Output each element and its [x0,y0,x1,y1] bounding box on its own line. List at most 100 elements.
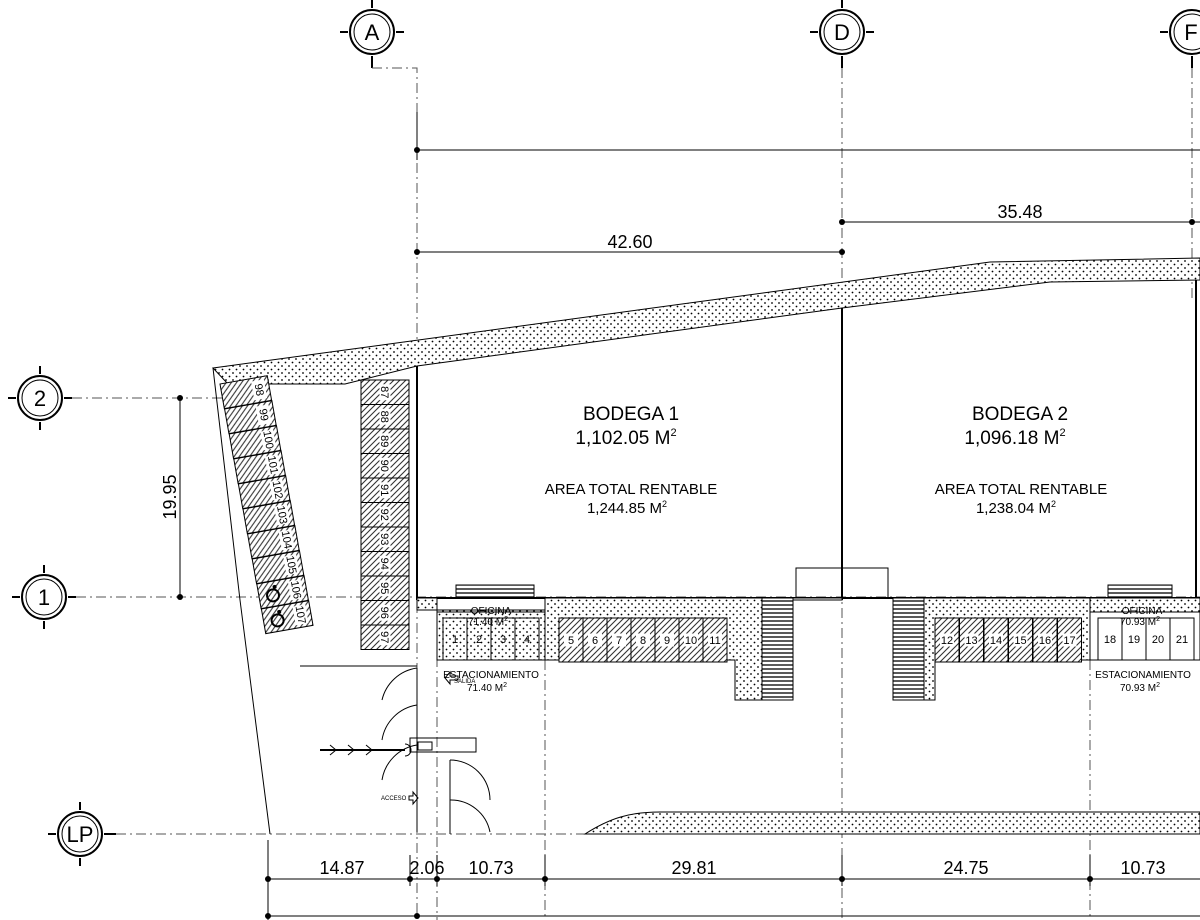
gate-area: SALIDA ACCESO [320,667,491,834]
site-boundary [211,257,1200,835]
parking-stall: 21 [1169,617,1195,661]
parking-stall-number: 13 [965,635,977,647]
parking-stall: 16 [1032,617,1058,663]
parking-stall: 97 [360,624,410,650]
ramps [455,584,1173,701]
parking-stall: 10 [678,617,704,663]
parking-stall-number: 97 [378,631,390,643]
parking-stall: 6 [582,617,608,663]
parking-stall-number: 91 [378,484,390,496]
dimension-bottom-6: 10.73 [1120,858,1165,878]
parking-stall: 102 [237,475,291,510]
parking-stall-number: 92 [378,509,390,521]
parking-stall: 92 [360,502,410,528]
parking-stall-number: 9 [664,635,670,647]
parking-stall: 87 [360,379,410,405]
bodega-1: BODEGA 1 1,102.05 M2 AREA TOTAL RENTABLE… [545,404,718,517]
parking-stall: 5 [558,617,584,663]
bodega-2-rent-label: AREA TOTAL RENTABLE [935,481,1108,498]
parking-stall-number: 89 [378,435,390,447]
grid-label-2: 2 [34,386,46,411]
parking-stall-number: 11 [709,635,720,647]
bodega-1-rent-area: 1,244.85 M2 [587,499,667,517]
parking-stall-number: 95 [378,582,390,594]
office-1-parking-area: 71.40 M2 [467,682,507,694]
parking-stall-number: 5 [568,635,574,647]
parking-stall-number: 94 [378,558,390,570]
wheelchair-icon [270,609,285,628]
grid-label-1: 1 [38,585,50,610]
office-2-area: 70.93 M2 [1120,616,1160,628]
parking-stall-number: 18 [1104,634,1116,646]
parking-stall-number: 10 [685,635,697,647]
parking-stall-number: 90 [378,460,390,472]
parking-stall-number: 88 [378,411,390,423]
parking-stall-number: 104 [279,530,294,550]
dimension-label-top-overall: 35.48 [997,202,1042,222]
parking-stall-number: 8 [640,635,646,647]
dimension-bottom-3: 10.73 [468,858,513,878]
parking-stall: 13 [959,617,984,663]
parking-stall-number: 12 [941,635,953,647]
parking-stall: 89 [360,428,410,454]
parking-stall-number: 14 [990,635,1002,647]
parking-stall-number: 103 [274,505,289,525]
parking-stall: 93 [360,526,410,552]
parking-stall: 90 [360,453,410,479]
dimension-bottom-5: 24.75 [943,858,988,878]
office-1-area: 71.40 M2 [468,616,508,628]
bodega-1-area: 1,102.05 M2 [575,427,676,449]
dimension-bottom-1: 14.87 [319,858,364,878]
parking-stall: 17 [1057,617,1082,663]
parking-stall-number: 102 [270,480,285,500]
bodega-2: BODEGA 2 1,096.18 M2 AREA TOTAL RENTABLE… [935,404,1108,517]
parking-stall-number: 7 [616,635,622,647]
dimension-top-bodega-2: 35.48 [839,202,1200,225]
parking-stall-number: 3 [500,634,506,646]
bodega-2-area: 1,096.18 M2 [964,427,1065,449]
parking-stall-number: 87 [378,386,390,398]
parking-stall-number: 105 [283,555,298,575]
parking-stall: 96 [360,600,410,626]
parking-stall: 91 [360,477,410,503]
parking-stall-number: 17 [1063,635,1075,647]
parking-stall: 8 [630,617,656,663]
parking-stall-number: 2 [476,634,482,646]
dimension-label-vertical: 19.95 [160,474,180,519]
grid-bubble-D: D [810,0,874,68]
dimension-bottom-4: 29.81 [671,858,716,878]
parking-stall: 18 [1097,617,1123,661]
bodega-1-name: BODEGA 1 [583,404,679,425]
wheelchair-icon [266,584,281,603]
entry-sign: ACCESO [381,796,407,802]
parking-stall-number: 99 [256,408,270,422]
dimension-top-overall [414,112,1200,160]
parking-stall-number: 93 [378,533,390,545]
dimension-bottom-2: 2.06 [409,858,444,878]
parking-stall-number: 6 [592,635,598,647]
office-2-label: OFICINA [1122,606,1163,617]
office-2: OFICINA 70.93 M2 ESTACIONAMIENTO 70.93 M… [1089,606,1200,694]
parking-stall-number: 106 [288,580,303,600]
bodega-2-rent-area: 1,238.04 M2 [976,499,1056,517]
dimension-vertical: 19.95 [160,395,183,600]
exit-sign: SALIDA [454,679,475,685]
parking-stall-number: 107 [293,605,308,625]
dimension-bottom: 14.87 2.06 10.73 29.81 24.75 10.73 [265,840,1200,920]
office-2-parking-area: 70.93 M2 [1120,682,1160,694]
bodega-1-rent-label: AREA TOTAL RENTABLE [545,481,718,498]
parking-stall-number: 20 [1152,634,1164,646]
parking-stall: 100 [228,425,282,460]
grid-bubble-A: A [340,0,404,68]
parking-stall: 99 [224,400,277,435]
office-1-parking-label: ESTACIONAMIENTO [443,670,539,681]
parking-stall: 4 [514,617,540,661]
grid-label-LP: LP [67,822,94,847]
parking-stall-number: 19 [1128,634,1140,646]
parking-stall-number: 21 [1176,634,1188,646]
grid-bubble-F: F [1160,9,1200,68]
grid-label-A: A [365,20,380,45]
parking-stall-number: 16 [1039,635,1051,647]
